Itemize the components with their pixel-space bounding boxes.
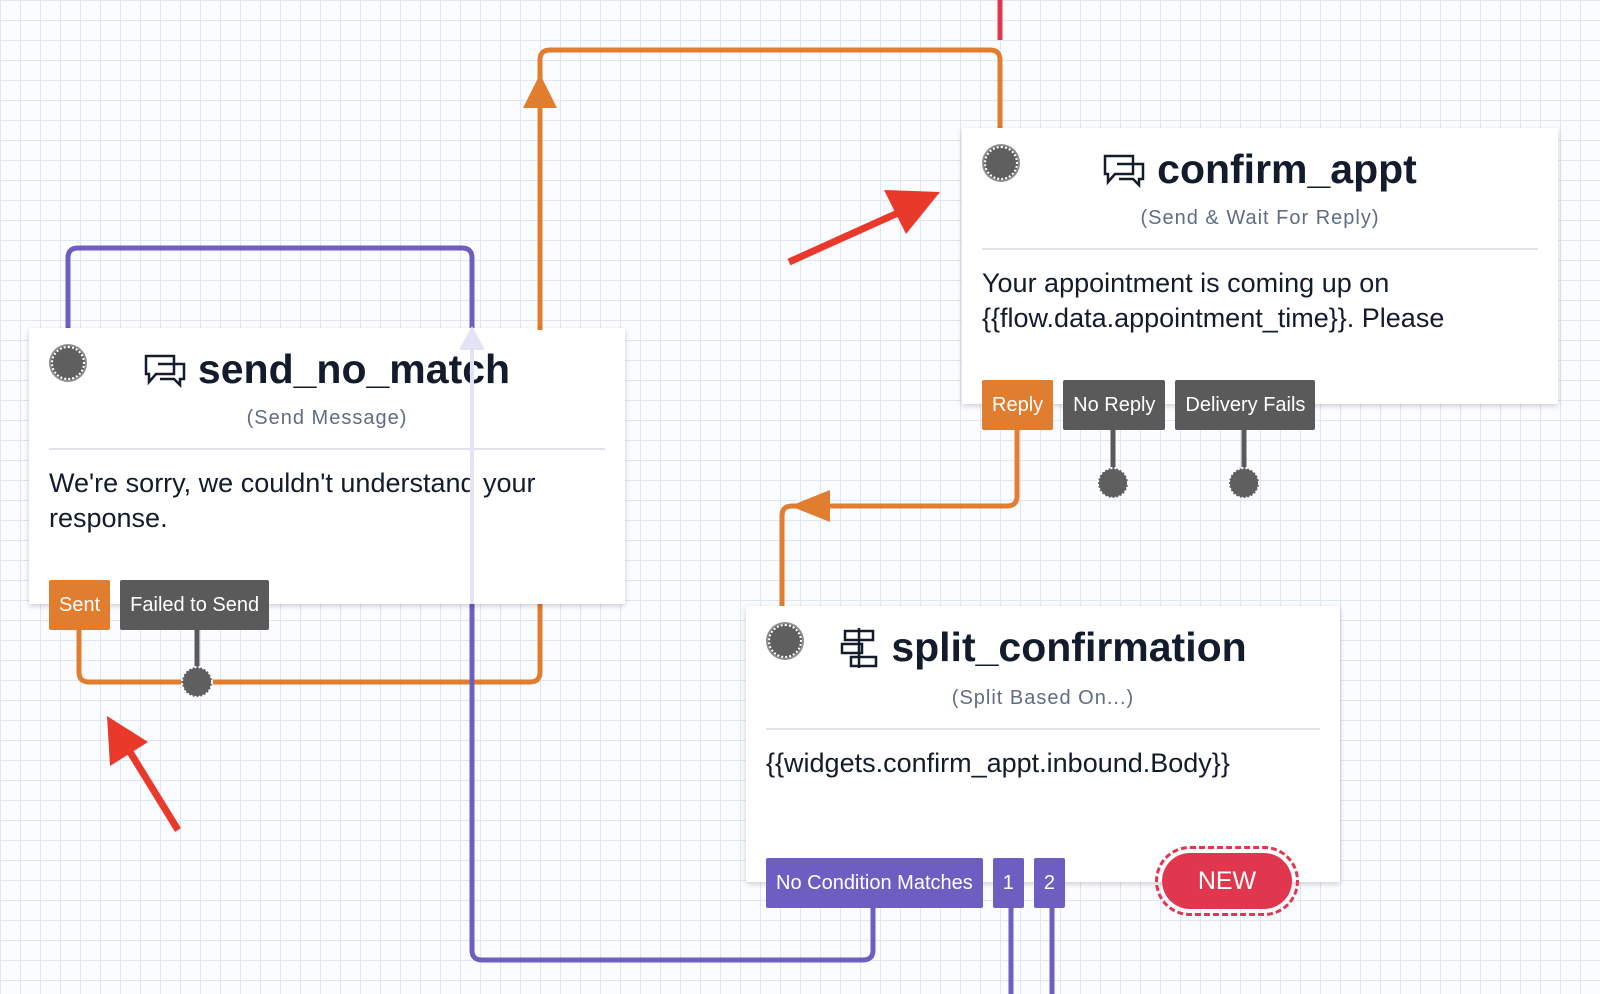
widget-type: (Send Message) — [246, 407, 408, 429]
transitions-send-no-match: Sent Failed to Send — [49, 580, 270, 630]
wire-loop-purple[interactable] — [65, 245, 475, 330]
wire-reply-to-split[interactable] — [779, 430, 1020, 620]
widget-type: (Send & Wait For Reply) — [1140, 207, 1380, 229]
widget-body: Your appointment is coming up on {{flow.… — [982, 268, 1445, 333]
new-transition-button[interactable]: NEW — [1155, 846, 1299, 916]
transition-sent[interactable]: Sent — [49, 580, 111, 630]
transition-condition-2[interactable]: 2 — [1033, 858, 1066, 908]
input-port[interactable] — [51, 346, 85, 380]
transition-condition-1[interactable]: 1 — [992, 858, 1024, 908]
widget-type: (Split Based On...) — [951, 686, 1135, 709]
transitions-split-confirmation: No Condition Matches 1 2 — [766, 858, 1066, 908]
chat-bubbles-icon — [144, 352, 186, 388]
arrowhead-left-orange — [790, 490, 830, 522]
widget-body: {{widgets.confirm_appt.inbound.Body}} — [766, 747, 1230, 778]
widget-title-text: confirm_appt — [1157, 146, 1417, 192]
divider — [982, 248, 1538, 250]
annotation-arrow-to-confirm — [787, 190, 940, 266]
transition-no-condition-matches[interactable]: No Condition Matches — [766, 858, 983, 908]
widget-title: confirm_appt — [1103, 146, 1417, 193]
widget-split-confirmation[interactable]: split_confirmation (Split Based On...) {… — [746, 606, 1340, 882]
transition-delivery-fails[interactable]: Delivery Fails — [1175, 380, 1316, 430]
widget-title: split_confirmation — [839, 624, 1247, 671]
widget-send-no-match[interactable]: send_no_match (Send Message) We're sorry… — [29, 328, 625, 604]
chat-bubbles-icon — [1103, 152, 1145, 188]
input-port[interactable] — [984, 146, 1018, 180]
divider — [49, 448, 605, 450]
annotation-arrow-to-sent — [107, 716, 181, 832]
transition-failed-to-send[interactable]: Failed to Send — [120, 580, 270, 630]
transitions-confirm-appt: Reply No Reply Delivery Fails — [982, 380, 1316, 430]
widget-confirm-appt[interactable]: confirm_appt (Send & Wait For Reply) You… — [962, 128, 1558, 404]
widget-body: We're sorry, we couldn't understand your… — [49, 468, 536, 533]
widget-title-text: send_no_match — [197, 346, 511, 392]
transition-no-reply[interactable]: No Reply — [1063, 380, 1166, 430]
divider — [766, 727, 1320, 730]
transition-reply[interactable]: Reply — [982, 380, 1054, 430]
input-port[interactable] — [768, 624, 802, 658]
widget-title-text: split_confirmation — [891, 624, 1247, 670]
widget-title: send_no_match — [144, 346, 510, 393]
wire-no-match-to-send[interactable] — [469, 600, 876, 963]
split-icon — [839, 627, 879, 668]
arrowhead-up-orange — [523, 74, 557, 108]
